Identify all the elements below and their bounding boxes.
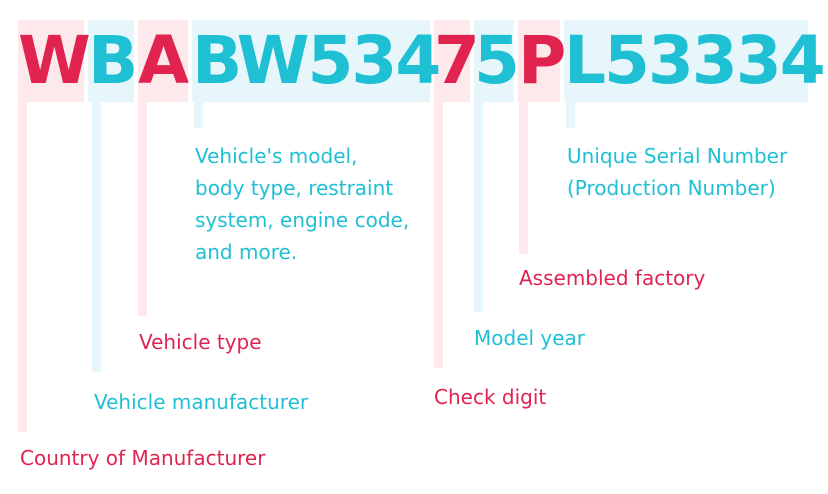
descriptor-connector — [194, 102, 203, 128]
vin-serial-chars: L53334 — [564, 22, 826, 99]
plant-connector — [519, 102, 528, 254]
manufacturer-connector — [92, 102, 101, 372]
model-year-connector — [474, 102, 483, 312]
check-digit-connector — [434, 102, 443, 368]
descriptor-segment-bg — [192, 20, 430, 102]
country-segment-bg — [18, 20, 84, 102]
vin-check-digit-char: 7 — [434, 22, 480, 99]
model-year-label: Model year — [474, 326, 586, 350]
vehicle-type-label: Vehicle type — [139, 330, 262, 354]
manufacturer-segment-bg — [88, 20, 134, 102]
country-connector — [18, 102, 27, 432]
check-digit-segment-bg — [434, 20, 470, 102]
manufacturer-label: Vehicle manufacturer — [94, 390, 309, 414]
serial-segment-bg — [564, 20, 808, 102]
descriptor-label: Vehicle's model, body type, restraint sy… — [195, 144, 410, 264]
plant-segment-bg — [518, 20, 560, 102]
check-digit-label: Check digit — [434, 385, 547, 409]
factory-label: Assembled factory — [519, 266, 706, 290]
model-year-segment-bg — [474, 20, 514, 102]
vin-manufacturer-char: B — [88, 22, 139, 99]
serial-connector — [566, 102, 575, 128]
country-label: Country of Manufacturer — [20, 446, 266, 470]
vin-model-year-char: 5 — [474, 22, 520, 99]
vehicle-type-segment-bg — [138, 20, 188, 102]
vehicle-type-connector — [138, 102, 147, 316]
vin-type-char: A — [138, 22, 190, 99]
vin-country-char: W — [18, 22, 91, 99]
serial-label: Unique Serial Number (Production Number) — [567, 144, 788, 200]
vin-descriptor-chars: BW534 — [192, 22, 441, 99]
vin-plant-char: P — [518, 22, 567, 99]
